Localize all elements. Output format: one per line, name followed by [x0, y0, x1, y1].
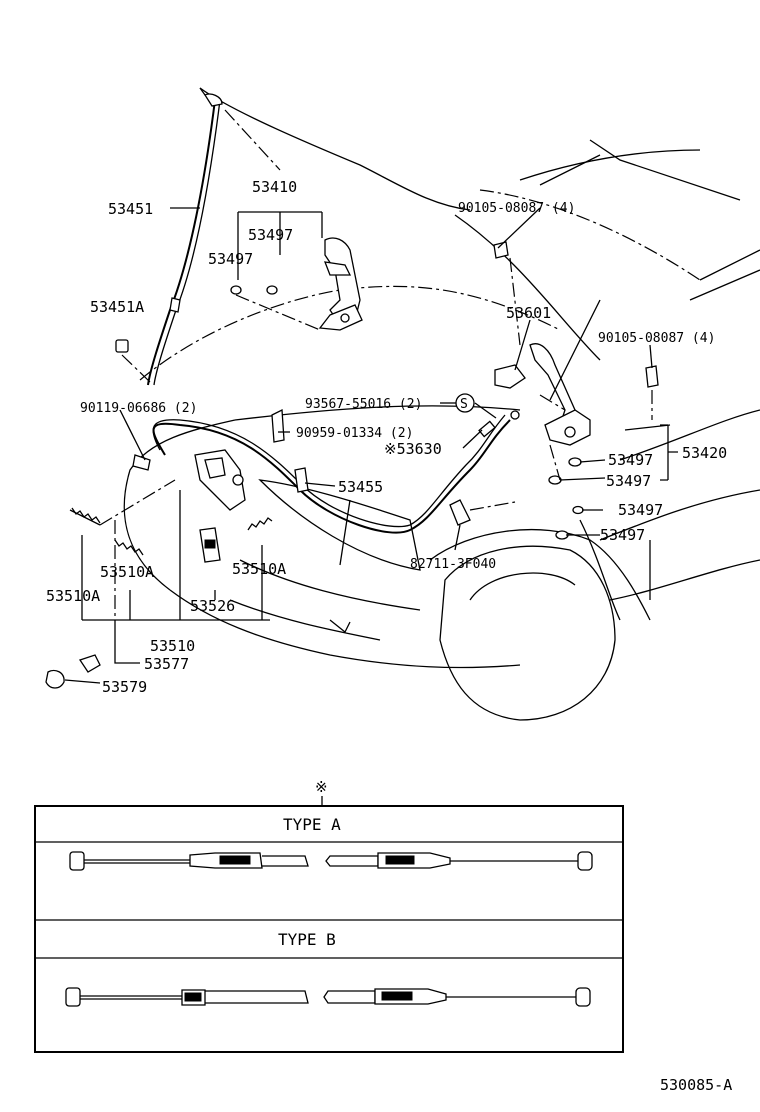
legend-mark: ※ — [315, 778, 328, 796]
s-mark-circle — [455, 393, 475, 413]
washer-53497-e — [572, 505, 584, 515]
dash-hinge — [235, 294, 321, 331]
cushion-53579 — [45, 669, 65, 689]
leader-lines — [64, 207, 678, 684]
label-53601: 53601 — [506, 304, 551, 322]
bolt-90119 — [132, 454, 151, 471]
washer-53497-c — [568, 457, 582, 467]
washer-53497-b — [266, 285, 278, 295]
hood-support-rod — [147, 93, 223, 386]
clip-90959 — [271, 408, 285, 443]
cable-type-b — [65, 987, 591, 1007]
label-53630: ※53630 — [384, 440, 442, 458]
diagram-code: 530085-A — [660, 1076, 732, 1094]
lock-53601 — [494, 364, 526, 389]
label-s-mark: S — [460, 397, 468, 412]
dash-82711 — [469, 501, 516, 511]
bolt-53577 — [78, 654, 101, 673]
label-53497-c: 53497 — [608, 451, 653, 469]
cable-type-a — [69, 851, 593, 871]
label-53497-e: 53497 — [618, 501, 663, 519]
dash-cushion — [121, 354, 151, 383]
hood-lock-assembly — [194, 449, 246, 563]
spring-53510A-right — [247, 517, 273, 531]
dash-hood-hinge — [224, 109, 281, 171]
label-53497-d: 53497 — [606, 472, 651, 490]
release-cable — [152, 410, 520, 534]
label-53577: 53577 — [144, 655, 189, 673]
leader-53577 — [114, 620, 140, 664]
label-53497-f: 53497 — [600, 526, 645, 544]
label-53451: 53451 — [108, 200, 153, 218]
spring-coil-left — [71, 507, 101, 524]
hood-outline — [139, 87, 760, 381]
bracket-53510 — [81, 490, 270, 621]
label-53497-b: 53497 — [208, 250, 253, 268]
label-53510A-left: 53510A — [46, 587, 100, 605]
label-93567: 93567-55016 (2) — [305, 397, 422, 412]
label-53410: 53410 — [252, 178, 297, 196]
washer-53497-a — [230, 285, 242, 295]
bracket-53410 — [237, 211, 323, 280]
legend-type-b: TYPE B — [278, 930, 336, 949]
cushion-53451A — [115, 339, 129, 353]
label-53497-a: 53497 — [248, 226, 293, 244]
label-82711: 82711-3F040 — [410, 557, 496, 572]
label-90959: 90959-01334 (2) — [296, 426, 413, 441]
dash-hinge-right — [549, 444, 561, 481]
hood-hinge-left — [318, 237, 363, 331]
hood-hinge-right — [529, 343, 591, 446]
label-53455: 53455 — [338, 478, 383, 496]
dash-bolt-top — [509, 257, 521, 346]
dash-lock — [539, 394, 566, 411]
label-53510A-right: 53510A — [232, 560, 286, 578]
bolt-90105-right — [645, 365, 659, 388]
label-53510: 53510 — [150, 637, 195, 655]
label-53579: 53579 — [102, 678, 147, 696]
legend-box — [34, 805, 624, 1053]
spring-53510A-mid — [114, 539, 144, 556]
legend-type-a: TYPE A — [283, 815, 341, 834]
clip-82711 — [449, 499, 471, 526]
clip-53455 — [294, 467, 309, 493]
label-53420: 53420 — [682, 444, 727, 462]
label-90119: 90119-06686 (2) — [80, 401, 197, 416]
label-53526: 53526 — [190, 597, 235, 615]
label-53451A: 53451A — [90, 298, 144, 316]
bolt-90105-top — [493, 241, 509, 259]
label-53510A-mid: 53510A — [100, 563, 154, 581]
dash-spring — [99, 479, 176, 526]
label-90105-top: 90105-08087 (4) — [458, 201, 575, 216]
label-90105-right: 90105-08087 (4) — [598, 331, 715, 346]
